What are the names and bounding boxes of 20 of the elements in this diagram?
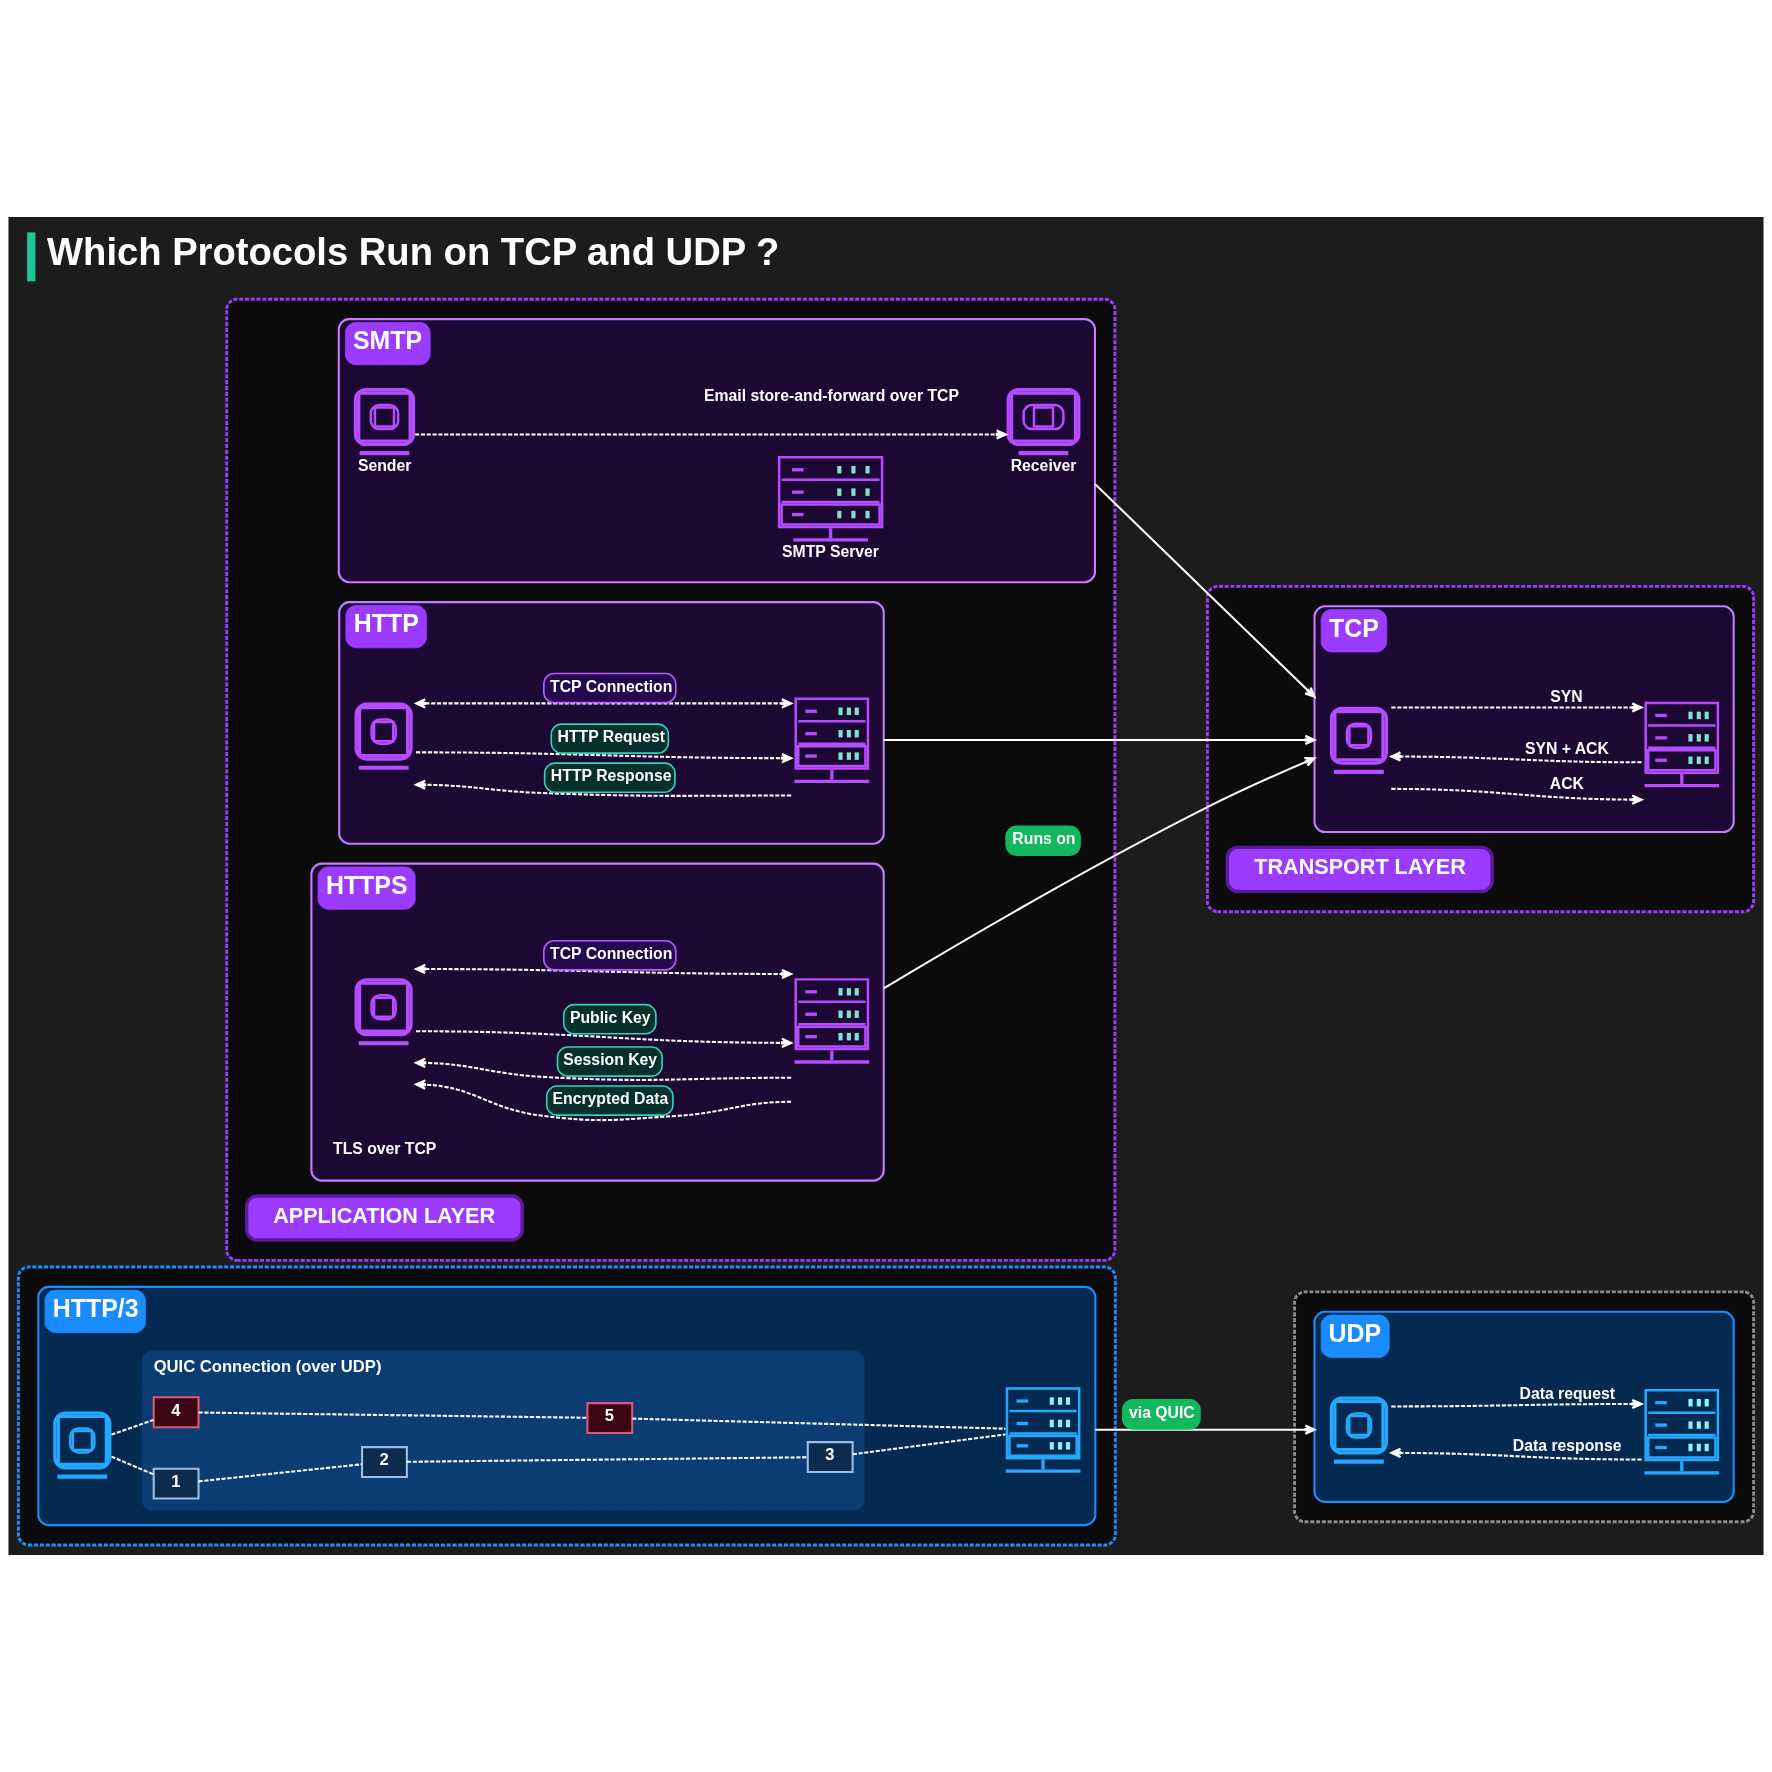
edge-label: SYN (1550, 687, 1583, 705)
edge-label: Encrypted Data (552, 1090, 669, 1108)
edge-label: Data response (1512, 1436, 1622, 1454)
node-label: Sender (357, 457, 412, 475)
edge-label: via QUIC (1128, 1403, 1195, 1421)
edge-label: HTTP Request (557, 728, 665, 746)
node-label: Receiver (1010, 457, 1077, 475)
node-label: SMTP Server (782, 543, 880, 561)
edge-label: ACK (1549, 775, 1584, 793)
label: Email store-and-forward over TCP (704, 387, 959, 405)
diagram-title: Which Protocols Run on TCP and UDP ? (47, 230, 780, 274)
edge-label: Runs on (1012, 830, 1076, 848)
edge-label: TCP Connection (550, 944, 673, 962)
edge-label: Public Key (569, 1008, 651, 1026)
label: TLS over TCP (333, 1139, 437, 1157)
edge-label: Session Key (563, 1051, 658, 1069)
edge-label: TCP Connection (550, 677, 673, 695)
edge-label: Data request (1519, 1385, 1616, 1403)
edge-label: HTTP Response (550, 767, 672, 785)
edge-label: SYN + ACK (1524, 740, 1609, 758)
